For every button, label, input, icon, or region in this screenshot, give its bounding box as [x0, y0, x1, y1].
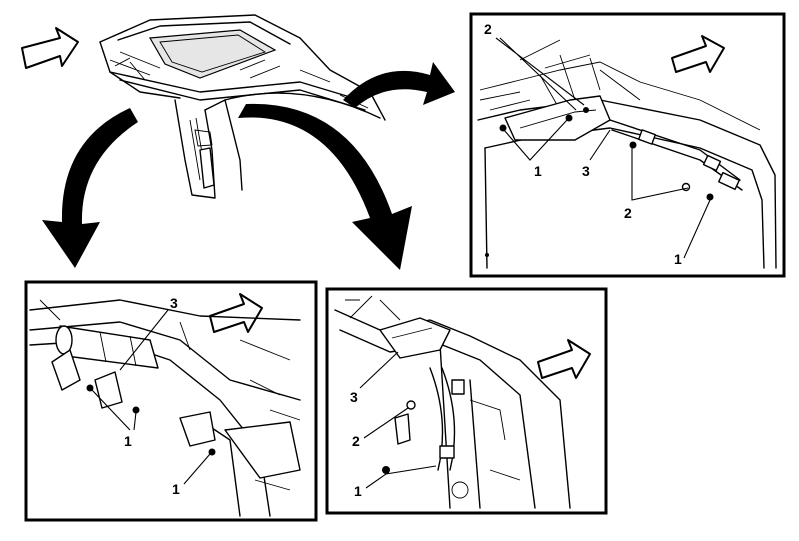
callout-2-top-right: 2	[484, 21, 492, 37]
callout-1-top-right: 1	[534, 163, 542, 179]
forward-direction-arrow	[21, 27, 79, 69]
arrow-to-top-right-detail	[343, 62, 455, 108]
forward-direction-arrow	[671, 35, 725, 73]
callout-1-bottom-middle: 1	[354, 483, 362, 499]
detail-frame-bottom-left	[24, 280, 318, 522]
detail-frame-top-right	[469, 12, 786, 278]
overview-roof-view	[21, 14, 386, 199]
arrow-to-bottom-middle-detail	[238, 103, 412, 270]
detail-bottom-left: 3 1 1	[24, 280, 318, 522]
callout-3-bottom-middle: 3	[350, 389, 358, 405]
callout-1-bottom-left: 1	[124, 433, 132, 449]
callout-1b-top-right: 1	[674, 251, 682, 267]
callout-2b-top-right: 2	[624, 205, 632, 221]
forward-direction-arrow	[537, 339, 591, 379]
forward-direction-arrow	[209, 293, 263, 333]
callout-3-top-right: 3	[582, 163, 590, 179]
arrow-to-bottom-left-detail	[42, 108, 138, 268]
callout-1b-bottom-left: 1	[172, 481, 180, 497]
callout-2-bottom-middle: 2	[352, 433, 360, 449]
callout-3-bottom-left: 3	[170, 295, 178, 311]
detail-top-right: 2 1 3 2 1	[469, 12, 786, 278]
detail-bottom-middle: 3 2 1	[325, 287, 608, 515]
detail-frame-bottom-middle	[325, 287, 608, 515]
